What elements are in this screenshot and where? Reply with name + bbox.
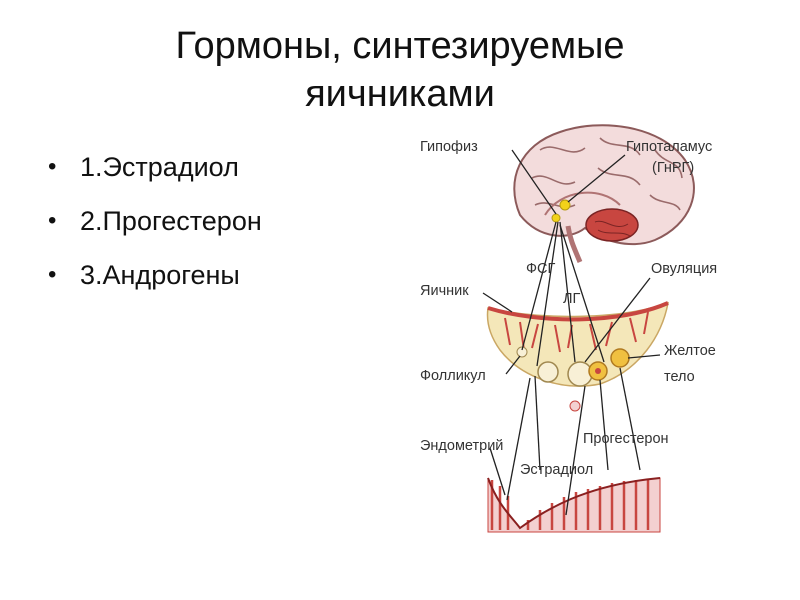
label-ovulation: Овуляция xyxy=(651,261,717,277)
corpus-luteum-core xyxy=(595,368,601,374)
follicle-small xyxy=(516,346,528,358)
hypothalamus-gland xyxy=(559,199,571,211)
brain-illustration xyxy=(513,124,695,263)
pituitary-gland xyxy=(551,213,561,223)
hormone-list-item: 2.Прогестерон xyxy=(48,194,262,248)
label-corpus-luteum-line2: тело xyxy=(664,369,695,385)
label-pituitary: Гипофиз xyxy=(420,139,478,155)
label-ovary: Яичник xyxy=(420,283,469,299)
released-ovum xyxy=(569,400,581,412)
pathway-lines xyxy=(482,149,661,516)
endometrium-illustration xyxy=(487,477,661,533)
slide-title: Гормоны, синтезируемые яичниками xyxy=(0,22,800,114)
slide-title-line-2: яичниками xyxy=(305,73,495,114)
hormone-list-item: 3.Андрогены xyxy=(48,248,262,302)
label-estradiol: Эстрадиол xyxy=(520,462,593,478)
follicle-large xyxy=(567,361,593,387)
label-follicle: Фолликул xyxy=(420,368,486,384)
label-gnrh: (ГнРГ) xyxy=(652,160,694,176)
label-corpus-luteum-line1: Желтое xyxy=(664,343,716,359)
label-endometrium: Эндометрий xyxy=(420,438,503,454)
label-lh: ЛГ xyxy=(563,291,581,307)
corpus-luteum xyxy=(610,348,630,368)
label-fsh: ФСГ xyxy=(526,261,555,277)
hormone-list: 1.Эстрадиол 2.Прогестерон 3.Андрогены xyxy=(48,140,262,302)
label-hypothalamus: Гипоталамус xyxy=(626,139,712,155)
hormone-list-item: 1.Эстрадиол xyxy=(48,140,262,194)
follicle-medium xyxy=(537,361,559,383)
slide-title-line-1: Гормоны, синтезируемые xyxy=(175,25,625,67)
label-progesterone: Прогестерон xyxy=(583,431,669,447)
